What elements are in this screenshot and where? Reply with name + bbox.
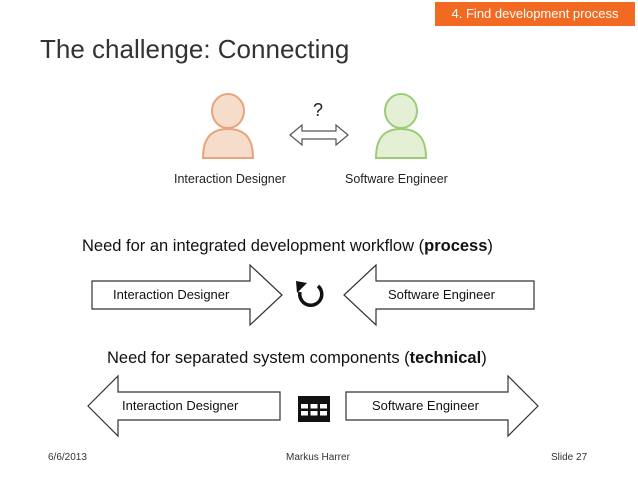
refresh-icon: [296, 281, 324, 308]
footer-slide-number: Slide 27: [551, 452, 588, 463]
process-left-arrow-shape: [91, 263, 283, 327]
table-grid-icon: [298, 396, 330, 422]
connection-double-arrow: [289, 123, 349, 147]
technical-heading: Need for separated system components (te…: [107, 349, 487, 367]
footer-date: 6/6/2013: [48, 452, 87, 463]
process-heading: Need for an integrated development workf…: [82, 237, 493, 255]
slide-title: The challenge: Connecting: [40, 34, 350, 64]
software-engineer-person-icon: [374, 93, 428, 159]
footer-author: Markus Harrer: [286, 452, 350, 463]
technical-software-engineer-label: Software Engineer: [372, 398, 479, 413]
process-right-arrow-shape: [343, 263, 535, 327]
process-keyword: process: [424, 237, 488, 255]
technical-keyword: technical: [409, 349, 482, 367]
interaction-designer-label: Interaction Designer: [174, 172, 286, 186]
technical-interaction-designer-label: Interaction Designer: [122, 398, 239, 413]
technical-right-arrow-shape: [345, 374, 539, 438]
software-engineer-label: Software Engineer: [345, 172, 448, 186]
interaction-designer-person-icon: [201, 93, 255, 159]
technical-left-arrow-shape: [87, 374, 281, 438]
process-software-engineer-label: Software Engineer: [388, 287, 495, 302]
process-interaction-designer-label: Interaction Designer: [113, 287, 230, 302]
section-tag: 4. Find development process: [435, 2, 635, 26]
question-mark: ?: [313, 100, 324, 120]
